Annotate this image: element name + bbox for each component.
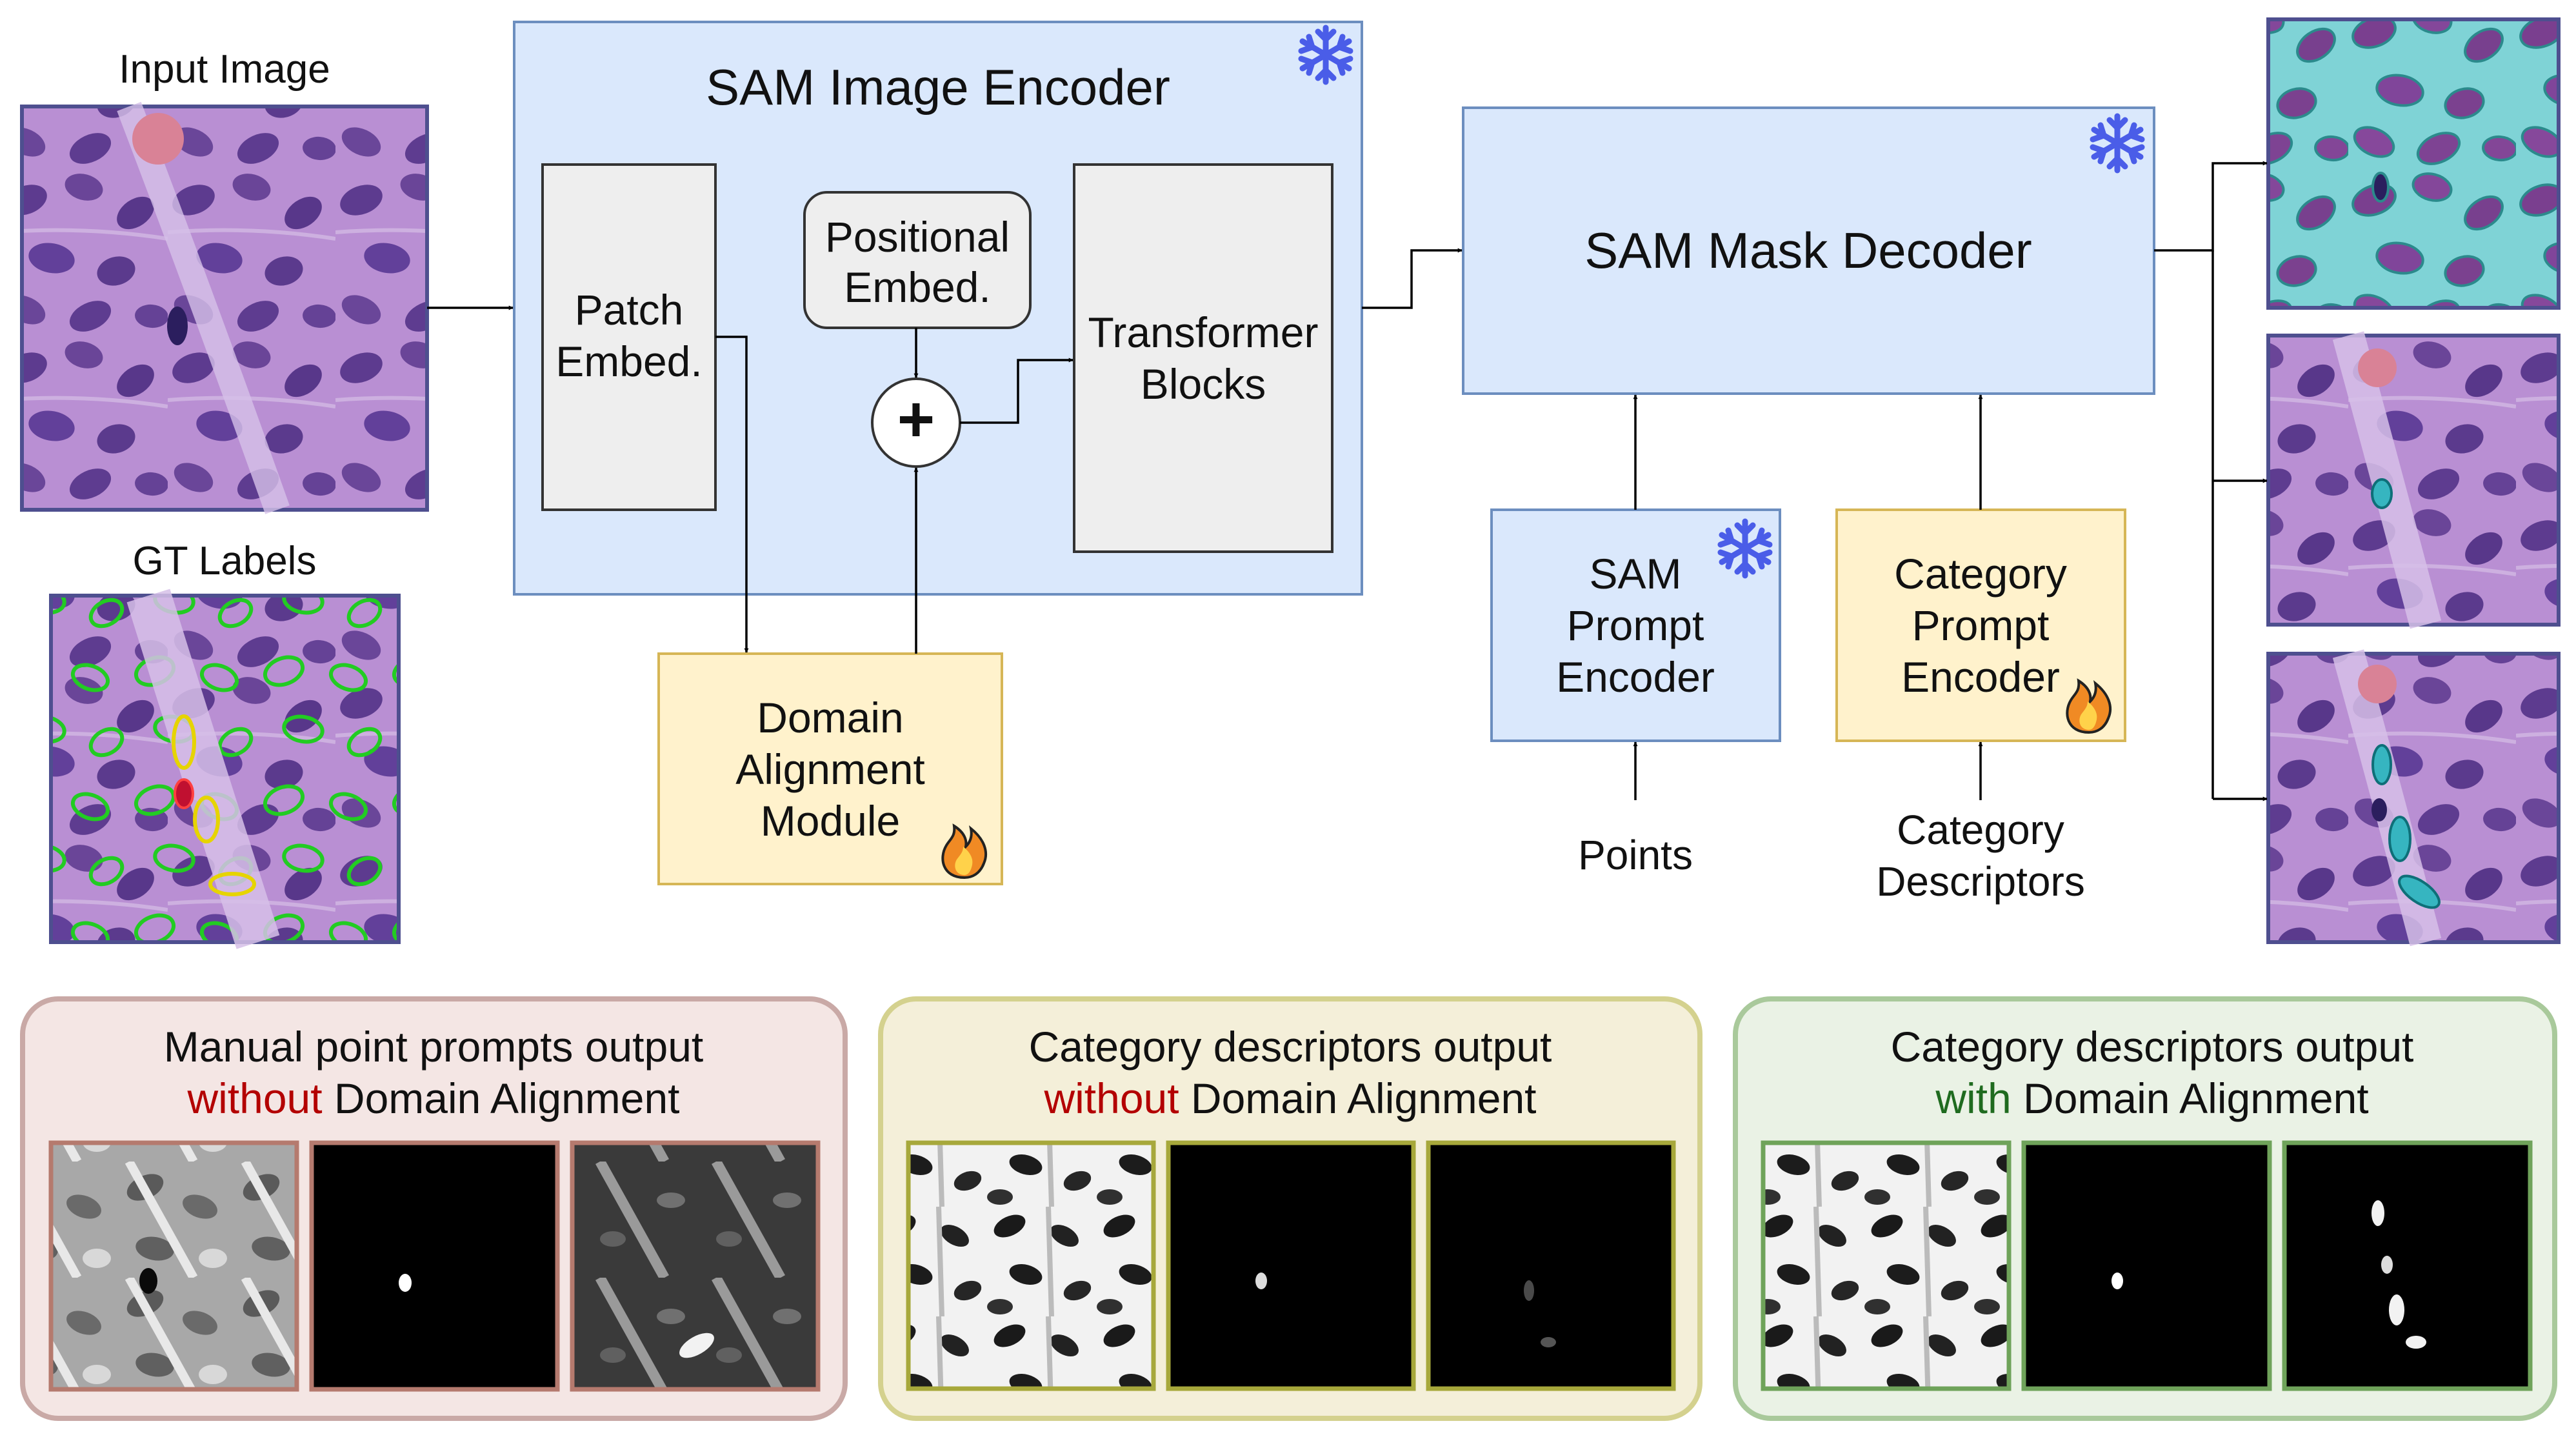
panel1-subtitle: without Domain Alignment bbox=[186, 1074, 679, 1122]
panel-category-with-alignment: Category descriptors output with Domain … bbox=[1733, 996, 2557, 1421]
positional-embed-line2: Embed. bbox=[844, 263, 990, 311]
transformer-blocks-line1: Transformer bbox=[1088, 308, 1319, 356]
gt-labels-label: GT Labels bbox=[133, 539, 317, 583]
panel3-subtitle: with Domain Alignment bbox=[1935, 1074, 2368, 1122]
sam-prompt-encoder-line3: Encoder bbox=[1556, 653, 1715, 701]
positional-embed-line1: Positional bbox=[825, 213, 1010, 261]
panel1-image-embedding bbox=[48, 1140, 299, 1392]
domain-alignment-module: Domain Alignment Module bbox=[657, 652, 1003, 885]
panel-manual-point-prompts: Manual point prompts output without Doma… bbox=[20, 996, 848, 1421]
sam-image-encoder-title: SAM Image Encoder bbox=[706, 59, 1170, 116]
panel3-with: with bbox=[1935, 1074, 2011, 1122]
sam-prompt-encoder-line1: SAM bbox=[1589, 550, 1681, 598]
domain-alignment-line2: Alignment bbox=[735, 745, 925, 793]
points-label: Points bbox=[1578, 832, 1693, 878]
transformer-blocks: Transformer Blocks bbox=[1073, 163, 1333, 553]
panel3-image-overlay bbox=[2282, 1140, 2533, 1391]
panel2-image-embedding bbox=[906, 1140, 1156, 1391]
sam-mask-decoder: SAM Mask Decoder bbox=[1462, 106, 2155, 395]
category-descriptors-line2: Descriptors bbox=[1876, 858, 2085, 905]
panel2-without: without bbox=[1043, 1074, 1179, 1122]
panel1-without: without bbox=[186, 1074, 322, 1122]
panel3-rest: Domain Alignment bbox=[2012, 1074, 2369, 1122]
patch-embed-line1: Patch bbox=[575, 286, 684, 334]
patch-embed-block: Patch Embed. bbox=[541, 163, 717, 511]
category-prompt-encoder-line1: Category bbox=[1894, 550, 2067, 598]
panel1-image-mask bbox=[309, 1140, 560, 1392]
panel2-subtitle: without Domain Alignment bbox=[1043, 1074, 1536, 1122]
input-image-label: Input Image bbox=[119, 47, 330, 92]
output-image-single-nucleus bbox=[2266, 331, 2561, 629]
domain-alignment-line3: Module bbox=[761, 797, 900, 845]
flame-icon bbox=[2066, 678, 2112, 734]
panel2-image-overlay bbox=[1426, 1140, 1676, 1391]
flame-icon bbox=[941, 823, 988, 880]
snowflake-icon bbox=[1298, 25, 1353, 85]
panel1-rest: Domain Alignment bbox=[323, 1074, 680, 1122]
sam-prompt-encoder-line2: Prompt bbox=[1567, 601, 1704, 649]
panel3-image-mask bbox=[2021, 1140, 2272, 1391]
snowflake-icon bbox=[1717, 518, 1773, 579]
category-prompt-encoder-line3: Encoder bbox=[1901, 653, 2060, 701]
panel-category-without-alignment: Category descriptors output without Doma… bbox=[878, 996, 1702, 1421]
sam-prompt-encoder: SAM Prompt Encoder bbox=[1490, 508, 1781, 742]
panel2-title: Category descriptors output bbox=[1029, 1023, 1552, 1071]
connectors bbox=[427, 161, 2268, 801]
plus-node: + bbox=[871, 377, 961, 468]
category-prompt-encoder-line2: Prompt bbox=[1912, 601, 2050, 649]
plus-symbol: + bbox=[897, 383, 935, 456]
snowflake-icon bbox=[2090, 113, 2145, 174]
panel3-title: Category descriptors output bbox=[1891, 1023, 2414, 1071]
patch-embed-line2: Embed. bbox=[555, 337, 702, 385]
panel3-image-embedding bbox=[1761, 1140, 2012, 1391]
input-image bbox=[20, 101, 429, 514]
sam-mask-decoder-title: SAM Mask Decoder bbox=[1584, 222, 2032, 279]
transformer-blocks-line2: Blocks bbox=[1141, 360, 1266, 408]
positional-embed-block: Positional Embed. bbox=[803, 191, 1032, 329]
output-image-all-nuclei bbox=[2266, 17, 2561, 310]
panel1-image-overlay bbox=[570, 1140, 821, 1392]
category-descriptors-line1: Category bbox=[1897, 807, 2064, 853]
gt-labels-image bbox=[49, 589, 401, 949]
output-image-category-nuclei bbox=[2266, 649, 2561, 947]
domain-alignment-line1: Domain bbox=[757, 694, 903, 741]
panel2-image-mask bbox=[1166, 1140, 1416, 1391]
panel2-rest: Domain Alignment bbox=[1179, 1074, 1537, 1122]
panel1-title: Manual point prompts output bbox=[164, 1023, 704, 1071]
